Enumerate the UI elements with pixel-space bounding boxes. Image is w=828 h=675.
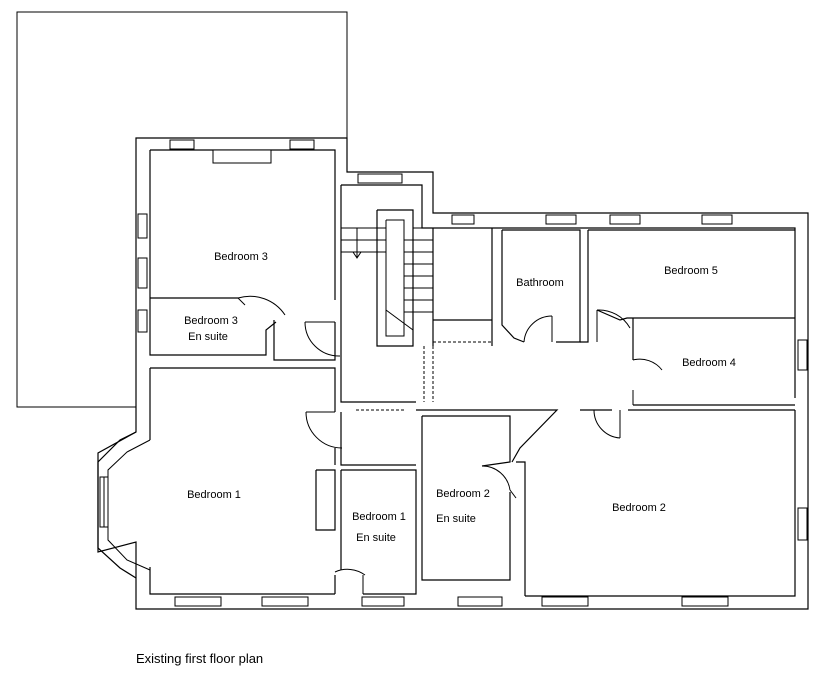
- room-label-bedroom-1: Bedroom 1: [187, 489, 241, 501]
- room-label-bedroom-3-en-suite-sub: En suite: [188, 331, 228, 343]
- room-label-bedroom-2-en-suite-sub: En suite: [436, 513, 476, 525]
- window: [797, 339, 808, 371]
- room-label-bedroom-3: Bedroom 3: [214, 251, 268, 263]
- window: [289, 139, 315, 150]
- site-boundary: [16, 11, 348, 408]
- window: [609, 214, 641, 225]
- window: [174, 596, 222, 607]
- room-label-bedroom-2: Bedroom 2: [612, 502, 666, 514]
- room-label-bedroom-5: Bedroom 5: [664, 265, 718, 277]
- window: [541, 596, 589, 607]
- window: [361, 596, 405, 607]
- window: [137, 257, 148, 289]
- room-label-bedroom-2-en-suite: Bedroom 2: [436, 488, 490, 500]
- plan-caption: Existing first floor plan: [136, 651, 263, 666]
- bay-window: [97, 431, 137, 579]
- window: [701, 214, 733, 225]
- room-label-bedroom-4: Bedroom 4: [682, 357, 736, 369]
- room-label-bedroom-1-en-suite-sub: En suite: [356, 532, 396, 544]
- chimney-breast: [212, 149, 272, 164]
- window: [137, 213, 148, 239]
- stair-treads: [341, 227, 433, 331]
- window: [357, 173, 403, 184]
- window: [137, 309, 148, 333]
- outer-wall: [97, 137, 809, 610]
- room-label-bedroom-1-en-suite: Bedroom 1: [352, 511, 406, 523]
- window: [545, 214, 577, 225]
- window: [681, 596, 729, 607]
- window: [451, 214, 475, 225]
- window: [169, 139, 195, 150]
- window: [261, 596, 309, 607]
- window: [797, 507, 808, 541]
- room-label-bathroom: Bathroom: [516, 277, 564, 289]
- room-label-bedroom-3-en-suite: Bedroom 3: [184, 315, 238, 327]
- window: [457, 596, 503, 607]
